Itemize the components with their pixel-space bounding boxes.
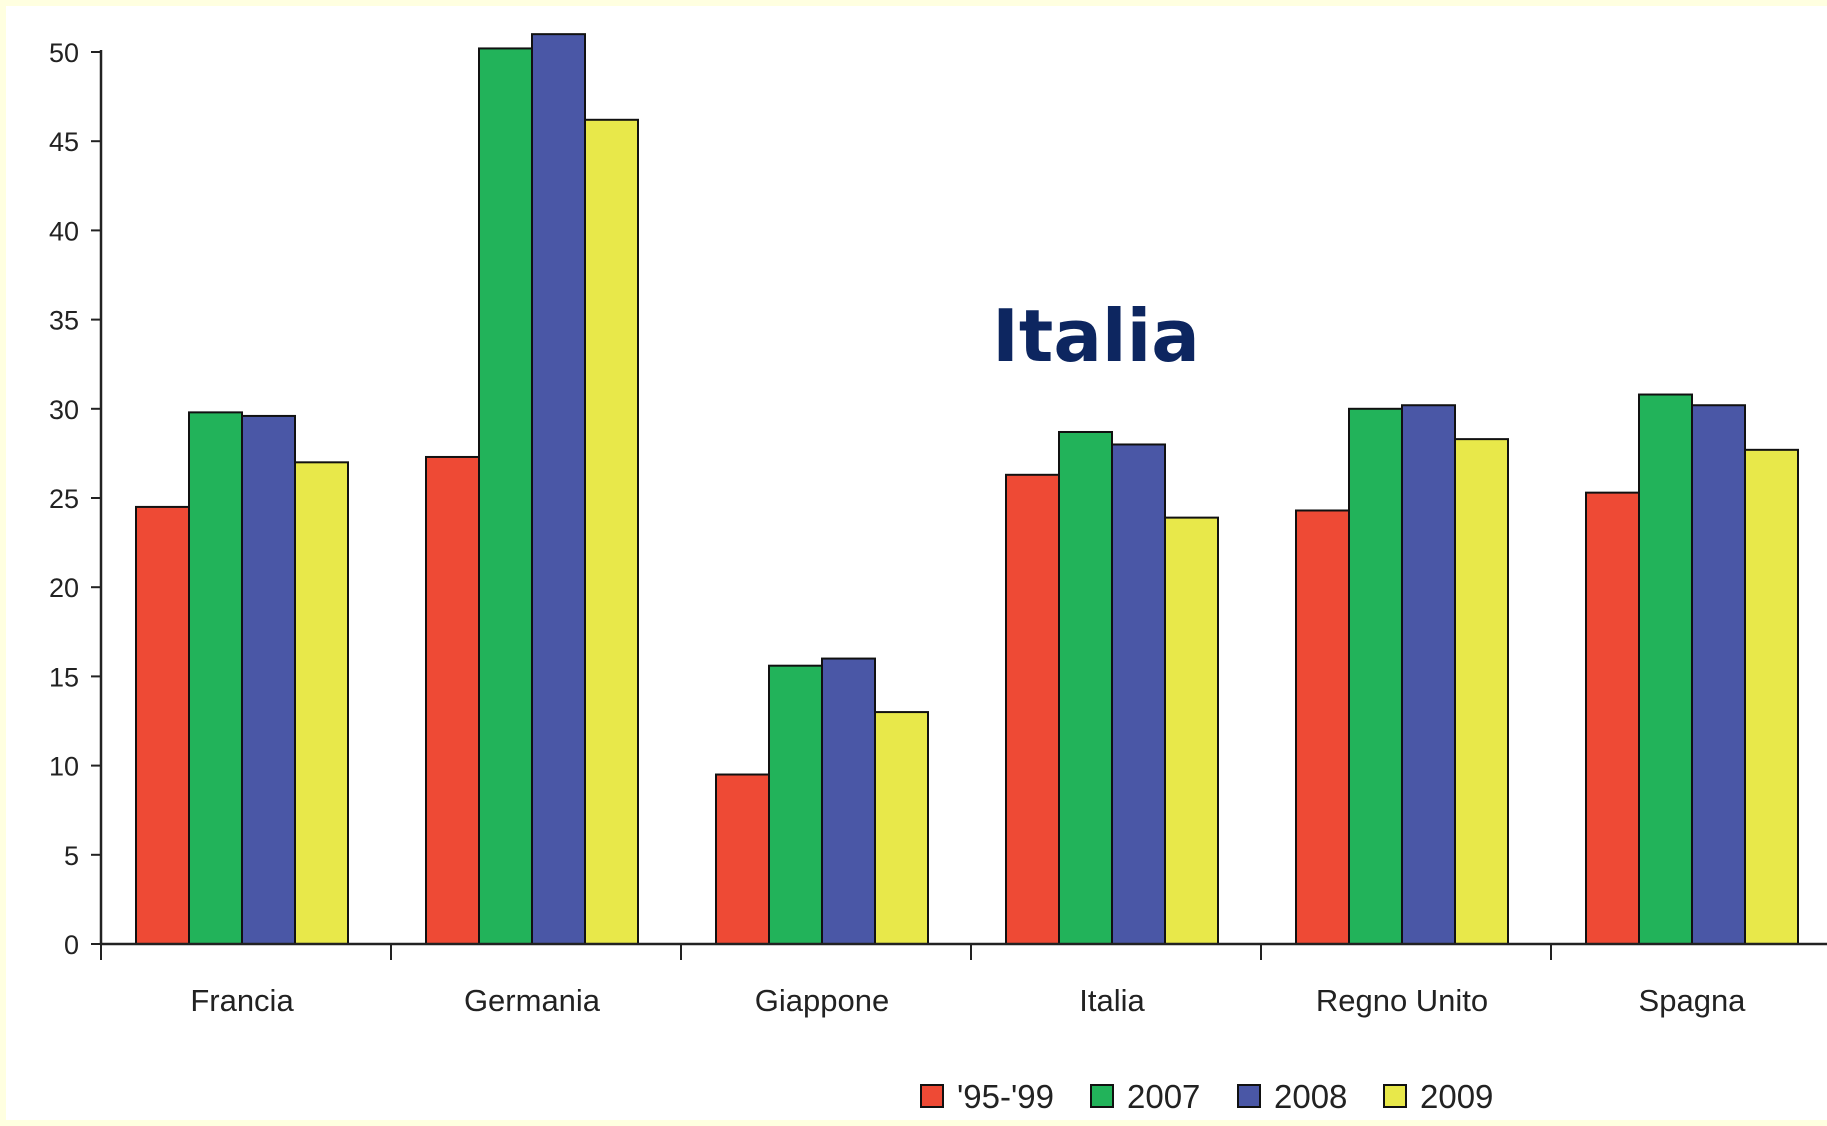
legend-swatch [1383, 1084, 1407, 1108]
x-category-label: Regno Unito [1316, 983, 1488, 1018]
bar-germania-2 [531, 33, 586, 946]
y-tick-label: 10 [49, 752, 79, 782]
bar-francia-2 [241, 414, 296, 946]
legend-swatch [1090, 1084, 1114, 1108]
bar-chart: 0 5 10 15 20 25 30 35 40 45 50 Francia Germania Giap… [49, 33, 1827, 1115]
bar-germania-1 [478, 47, 533, 945]
bar-giappone-0 [715, 773, 770, 946]
y-axis-ticks: 0 5 10 15 20 25 30 35 40 45 50 [49, 38, 101, 960]
y-tick-label: 35 [49, 306, 79, 336]
x-category-label: Spagna [1639, 983, 1747, 1018]
bar-regno-unito-0 [1295, 509, 1350, 945]
x-category-label: Francia [190, 983, 294, 1018]
y-tick-label: 15 [49, 662, 79, 692]
y-tick-label: 5 [64, 841, 79, 871]
bar-italia-3 [1164, 516, 1219, 945]
y-tick-label: 20 [49, 573, 79, 603]
bar-italia-0 [1005, 473, 1060, 945]
legend-label: 2009 [1420, 1078, 1493, 1115]
bar-francia-1 [188, 411, 243, 946]
bar-germania-3 [584, 118, 639, 946]
bar-regno-unito-3 [1454, 438, 1509, 945]
y-tick-label: 45 [49, 127, 79, 157]
bar-italia-2 [1111, 443, 1166, 945]
y-tick-label: 30 [49, 395, 79, 425]
bar-francia-3 [294, 461, 349, 945]
bar-spagna-1 [1638, 393, 1693, 945]
chart-frame: 0 5 10 15 20 25 30 35 40 45 50 Francia Germania Giap… [6, 6, 1827, 1120]
bar-giappone-1 [768, 664, 823, 945]
bar-giappone-3 [874, 711, 929, 946]
legend-swatch [920, 1084, 944, 1108]
y-tick-label: 25 [49, 484, 79, 514]
bars [135, 33, 1799, 946]
y-tick-label: 50 [49, 38, 79, 68]
axes [99, 50, 1827, 960]
bar-giappone-2 [821, 657, 876, 945]
x-axis-labels: Francia Germania Giappone Italia Regno Unito… [190, 983, 1746, 1018]
bar-francia-0 [135, 505, 190, 945]
bar-regno-unito-2 [1401, 404, 1456, 945]
x-category-label: Germania [464, 983, 601, 1018]
bar-spagna-3 [1744, 448, 1799, 945]
chart-annotation: Italia [992, 294, 1200, 378]
legend-label: 2007 [1127, 1078, 1200, 1115]
legend-label: 2008 [1274, 1078, 1347, 1115]
y-tick-label: 40 [49, 216, 79, 246]
bar-spagna-0 [1585, 491, 1640, 945]
legend: '95-'99 2007 2008 2009 [920, 1078, 1493, 1115]
y-tick-label: 0 [64, 930, 79, 960]
x-category-label: Italia [1079, 983, 1145, 1018]
legend-swatch [1237, 1084, 1261, 1108]
bar-germania-0 [425, 455, 480, 945]
x-category-label: Giappone [755, 983, 889, 1018]
bar-spagna-2 [1691, 404, 1746, 945]
bar-regno-unito-1 [1348, 407, 1403, 945]
bar-italia-1 [1058, 430, 1113, 945]
legend-label: '95-'99 [957, 1078, 1054, 1115]
